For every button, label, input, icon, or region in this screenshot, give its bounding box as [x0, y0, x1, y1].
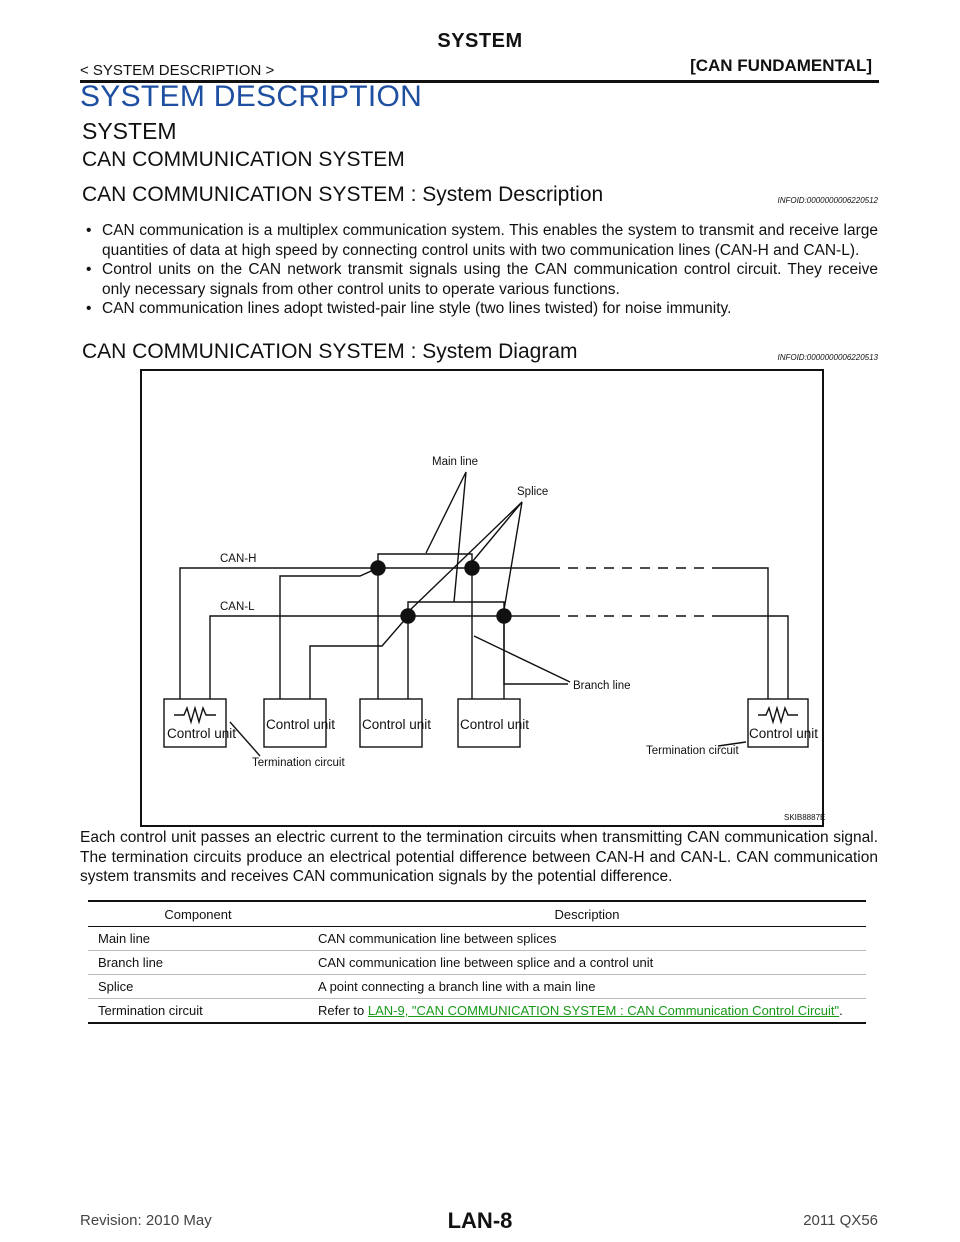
revision-label: Revision: 2010 May	[80, 1212, 212, 1229]
branch-line	[279, 567, 379, 699]
column-header: Description	[308, 900, 866, 927]
system-description-heading: CAN COMMUNICATION SYSTEM : System Descri…	[82, 183, 604, 206]
termination-resistor	[758, 705, 798, 725]
splice-leader	[503, 501, 523, 611]
termination-leader	[717, 741, 747, 747]
can-l-line	[209, 615, 550, 699]
component-cell: Splice	[88, 974, 308, 999]
branch-line	[503, 616, 568, 685]
section-tag: [CAN FUNDAMENTAL]	[690, 56, 872, 75]
description-cell: Refer to LAN-9, "CAN COMMUNICATION SYSTE…	[308, 998, 866, 1024]
termination-circuit-label-right: Termination circuit	[646, 745, 739, 757]
component-cell: Termination circuit	[88, 998, 308, 1024]
component-cell: Branch line	[88, 950, 308, 975]
splice-dot	[400, 608, 416, 624]
branch-line	[309, 615, 409, 699]
table-row: Branch line CAN communication line betwe…	[88, 950, 866, 975]
description-cell: A point connecting a branch line with a …	[308, 974, 866, 999]
header-rule	[80, 80, 879, 83]
splice-dot	[370, 560, 386, 576]
control-unit-box	[747, 698, 809, 748]
control-unit-label: Control unit	[362, 717, 431, 732]
subsection-heading: CAN COMMUNICATION SYSTEM	[82, 148, 405, 171]
bullet-item: CAN communication is a multiplex communi…	[84, 221, 878, 260]
splice-dot	[496, 608, 512, 624]
description-prefix: Refer to	[318, 1003, 368, 1018]
description-cell: CAN communication line between splices	[308, 926, 866, 951]
infoid-label: INFOID:0000000006220513	[777, 353, 878, 362]
control-unit-label: Control unit	[167, 726, 236, 741]
control-unit-label: Control unit	[749, 726, 818, 741]
bullet-item: Control units on the CAN network transmi…	[84, 260, 878, 299]
component-cell: Main line	[88, 926, 308, 951]
main-line-bracket	[377, 553, 473, 562]
main-line-label: Main line	[432, 456, 478, 468]
main-line-bracket	[407, 601, 505, 609]
control-unit-box	[263, 698, 327, 748]
description-suffix: .	[839, 1003, 843, 1018]
page-header-title: SYSTEM	[437, 30, 523, 52]
can-l-label: CAN-L	[220, 601, 255, 613]
control-unit-box	[359, 698, 423, 748]
page-title: SYSTEM DESCRIPTION	[80, 80, 423, 113]
bullet-item: CAN communication lines adopt twisted-pa…	[84, 299, 878, 319]
control-unit-label: Control unit	[460, 717, 529, 732]
control-unit-label: Control unit	[266, 717, 335, 732]
table-row: Termination circuit Refer to LAN-9, "CAN…	[88, 998, 866, 1024]
splice-dot	[464, 560, 480, 576]
termination-resistor	[174, 705, 216, 725]
table-row: Main line CAN communication line between…	[88, 926, 866, 951]
infoid-label: INFOID:0000000006220512	[777, 196, 878, 205]
termination-leader	[229, 721, 261, 757]
can-l-right-line	[714, 615, 789, 699]
section-heading: SYSTEM	[82, 118, 177, 144]
description-cell: CAN communication line between splice an…	[308, 950, 866, 975]
component-table: Component Description Main line CAN comm…	[88, 900, 866, 1024]
page-number: LAN-8	[447, 1208, 513, 1233]
can-h-line	[179, 567, 550, 699]
branch-line-leader	[473, 635, 571, 683]
body-paragraph: Each control unit passes an electric cur…	[80, 829, 878, 885]
branch-line-label: Branch line	[573, 680, 631, 692]
breadcrumb: < SYSTEM DESCRIPTION >	[80, 62, 275, 79]
system-diagram: Main line Splice CAN-H CAN-L Branch line…	[140, 369, 825, 827]
table-row: Splice A point connecting a branch line …	[88, 974, 866, 999]
diagram-svg: Main line Splice CAN-H CAN-L Branch line…	[163, 456, 825, 822]
can-h-label: CAN-H	[220, 553, 256, 565]
column-header: Component	[88, 900, 308, 927]
can-h-right-line	[714, 567, 769, 699]
splice-leader	[407, 501, 523, 613]
description-bullet-list: CAN communication is a multiplex communi…	[84, 221, 878, 319]
control-unit-box	[457, 698, 521, 748]
system-diagram-heading: CAN COMMUNICATION SYSTEM : System Diagra…	[82, 340, 578, 363]
figure-code: SKIB8887E	[784, 813, 825, 822]
model-label: 2011 QX56	[803, 1212, 878, 1229]
termination-circuit-label-left: Termination circuit	[252, 757, 345, 769]
main-line-leader	[425, 471, 467, 603]
cross-reference-link[interactable]: LAN-9, "CAN COMMUNICATION SYSTEM : CAN C…	[367, 1003, 840, 1018]
splice-label: Splice	[517, 486, 548, 498]
table-header-row: Component Description	[88, 900, 866, 927]
